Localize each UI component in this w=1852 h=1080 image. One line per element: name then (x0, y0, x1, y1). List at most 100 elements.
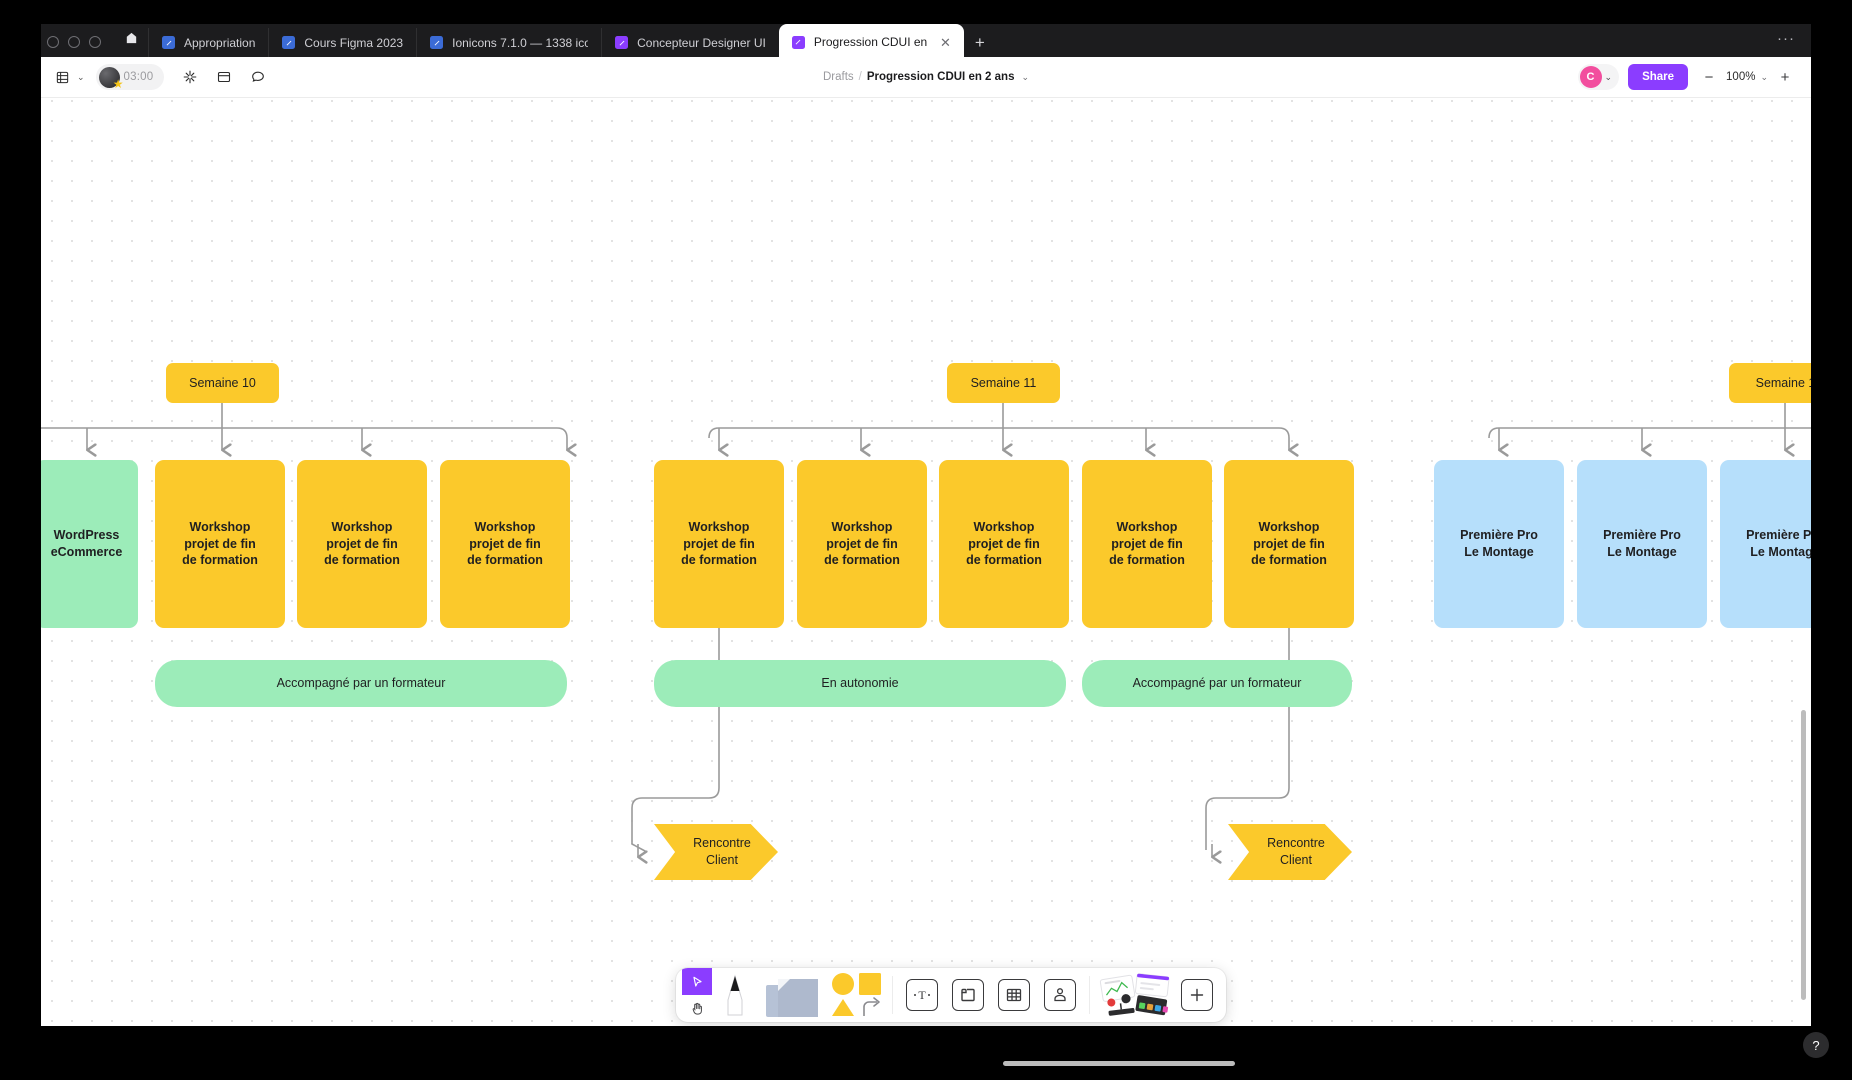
browser-tab[interactable]: Progression CDUI en 2 ans ✕ (778, 24, 964, 57)
activity-card-label: Première Pro Le Montage (1460, 528, 1538, 559)
share-button[interactable]: Share (1628, 64, 1689, 90)
timer-value: 03:00 (123, 71, 154, 83)
browser-tab-label: Ionicons 7.1.0 — 1338 icons pack (C (452, 35, 588, 50)
week-node[interactable]: Semaine 10 (166, 363, 279, 403)
figma-file-icon (430, 36, 444, 49)
new-tab-button[interactable]: + (974, 32, 985, 52)
activity-card[interactable]: WordPress eCommerce (41, 460, 138, 628)
activity-card-label: Workshop projet de fin de formation (681, 520, 757, 568)
stamp-tool[interactable] (1037, 968, 1083, 1022)
breadcrumb: Drafts / Progression CDUI en 2 ans ⌄ (41, 71, 1811, 83)
activity-card[interactable]: Première Pro Le Montage (1577, 460, 1707, 628)
activity-card[interactable]: Première Pro Le Montage (1434, 460, 1564, 628)
horizontal-scrollbar[interactable] (1003, 1061, 1235, 1066)
activity-card-label: Workshop projet de fin de formation (182, 520, 258, 568)
mode-bar[interactable]: Accompagné par un formateur (1082, 660, 1352, 707)
chevron-down-icon[interactable]: ⌄ (1021, 71, 1030, 82)
window-controls[interactable] (41, 36, 114, 57)
browser-tab-label: Cours Figma 2023 (304, 35, 404, 50)
close-window-icon[interactable] (47, 36, 59, 48)
avatar-menu[interactable]: C ⌄ (1577, 64, 1620, 90)
svg-text:T: T (918, 988, 926, 1002)
jam-section-objects: T (893, 968, 1089, 1022)
section-icon[interactable] (209, 63, 239, 91)
week-node[interactable]: Semaine 11 (947, 363, 1060, 403)
jam-section-widgets (1090, 968, 1226, 1022)
text-tool[interactable]: T (899, 968, 945, 1022)
chevron-down-icon[interactable]: ⌄ (77, 71, 85, 82)
toolbar-divider (892, 976, 893, 1014)
activity-card[interactable]: Workshop projet de fin de formation (939, 460, 1069, 628)
browser-tab[interactable]: Concepteur Designer UI (601, 28, 779, 57)
toolbar-right-group: C ⌄ Share − 100% ⌄ + (1577, 64, 1811, 90)
more-tool[interactable] (1174, 968, 1220, 1022)
activity-card[interactable]: Workshop projet de fin de formation (1224, 460, 1354, 628)
avatar: C (1579, 66, 1602, 88)
section-tool[interactable] (945, 968, 991, 1022)
figma-top-toolbar: ⌄ ★ 03:00 (41, 57, 1811, 98)
chevron-down-icon[interactable]: ⌄ (1604, 71, 1613, 82)
vertical-scrollbar[interactable] (1801, 710, 1806, 1000)
zoom-out-button[interactable]: − (1704, 68, 1714, 86)
page-title[interactable]: Progression CDUI en 2 ans (866, 71, 1015, 83)
week-node[interactable]: Semaine 1 (1729, 363, 1811, 403)
mode-bar-label: Accompagné par un formateur (1132, 676, 1302, 691)
jam-section-pointer (676, 968, 892, 1022)
maximize-window-icon[interactable] (89, 36, 101, 48)
sticky-note-tool[interactable] (758, 968, 828, 1022)
browser-tab-strip: Appropriation Cours Figma 2023 Ionicons 7.… (41, 24, 1811, 57)
browser-tab[interactable]: Cours Figma 2023 (268, 28, 416, 57)
minimize-window-icon[interactable] (68, 36, 80, 48)
activity-card-label: WordPress eCommerce (50, 528, 123, 559)
figjam-canvas[interactable]: Semaine 10 Semaine 11 Semaine 1 WordPress e… (41, 98, 1811, 1026)
figjam-file-icon (791, 35, 805, 49)
milestone-arrow-label: Rencontre Client (1267, 836, 1325, 867)
activity-card-label: Première Pro Le Montage (1746, 528, 1811, 559)
figma-file-icon (282, 36, 296, 49)
activity-card[interactable]: Workshop projet de fin de formation (440, 460, 570, 628)
activity-card[interactable]: Première Pro Le Montage (1720, 460, 1811, 628)
hand-tool[interactable] (682, 995, 712, 1022)
mode-bar[interactable]: En autonomie (654, 660, 1066, 707)
breadcrumb-parent[interactable]: Drafts (822, 71, 854, 83)
mode-bar-label: Accompagné par un formateur (276, 676, 446, 691)
close-icon[interactable]: ✕ (939, 34, 951, 50)
toolbar-left-group: ⌄ ★ 03:00 (41, 63, 273, 91)
connector-edges (41, 403, 1811, 1026)
activity-card-label: Workshop projet de fin de formation (966, 520, 1042, 568)
zoom-controls: − 100% ⌄ + (1697, 65, 1797, 89)
ai-sparkle-icon[interactable] (175, 63, 205, 91)
help-button[interactable]: ? (1803, 1032, 1829, 1058)
activity-card-label: Workshop projet de fin de formation (824, 520, 900, 568)
timer-pill[interactable]: ★ 03:00 (95, 64, 165, 90)
mode-bar[interactable]: Accompagné par un formateur (155, 660, 567, 707)
toolbar-divider (1089, 976, 1090, 1014)
timer-avatar: ★ (98, 66, 124, 90)
browser-tab[interactable]: Ionicons 7.1.0 — 1338 icons pack (C (416, 28, 601, 57)
activity-card[interactable]: Workshop projet de fin de formation (1082, 460, 1212, 628)
browser-tab[interactable]: Appropriation (148, 28, 268, 57)
figma-file-icon (162, 36, 175, 49)
activity-card[interactable]: Workshop projet de fin de formation (654, 460, 784, 628)
mode-bar-label: En autonomie (821, 676, 899, 691)
cursor-tool[interactable] (682, 968, 712, 995)
activity-card-label: Workshop projet de fin de formation (467, 520, 543, 568)
zoom-in-button[interactable]: + (1780, 68, 1790, 86)
zoom-level-menu[interactable]: 100% ⌄ (1723, 71, 1771, 83)
home-icon[interactable] (114, 24, 148, 57)
activity-card[interactable]: Workshop projet de fin de formation (797, 460, 927, 628)
figjam-tool-toolbar: T (676, 968, 1226, 1022)
week-node-label: Semaine 1 (1755, 375, 1811, 390)
pen-marker-tool[interactable] (712, 968, 758, 1022)
activity-card[interactable]: Workshop projet de fin de formation (297, 460, 427, 628)
table-tool[interactable] (991, 968, 1037, 1022)
activity-card[interactable]: Workshop projet de fin de formation (155, 460, 285, 628)
browser-more-icon[interactable]: ··· (1777, 30, 1795, 47)
comment-icon[interactable] (243, 63, 273, 91)
figma-menu-icon[interactable] (47, 63, 77, 91)
browser-tab-label: Progression CDUI en 2 ans (813, 35, 927, 49)
widgets-tool[interactable] (1096, 968, 1174, 1022)
activity-card-label: Workshop projet de fin de formation (324, 520, 400, 568)
shapes-tool[interactable] (828, 968, 886, 1022)
browser-tab-label: Appropriation (184, 35, 256, 50)
